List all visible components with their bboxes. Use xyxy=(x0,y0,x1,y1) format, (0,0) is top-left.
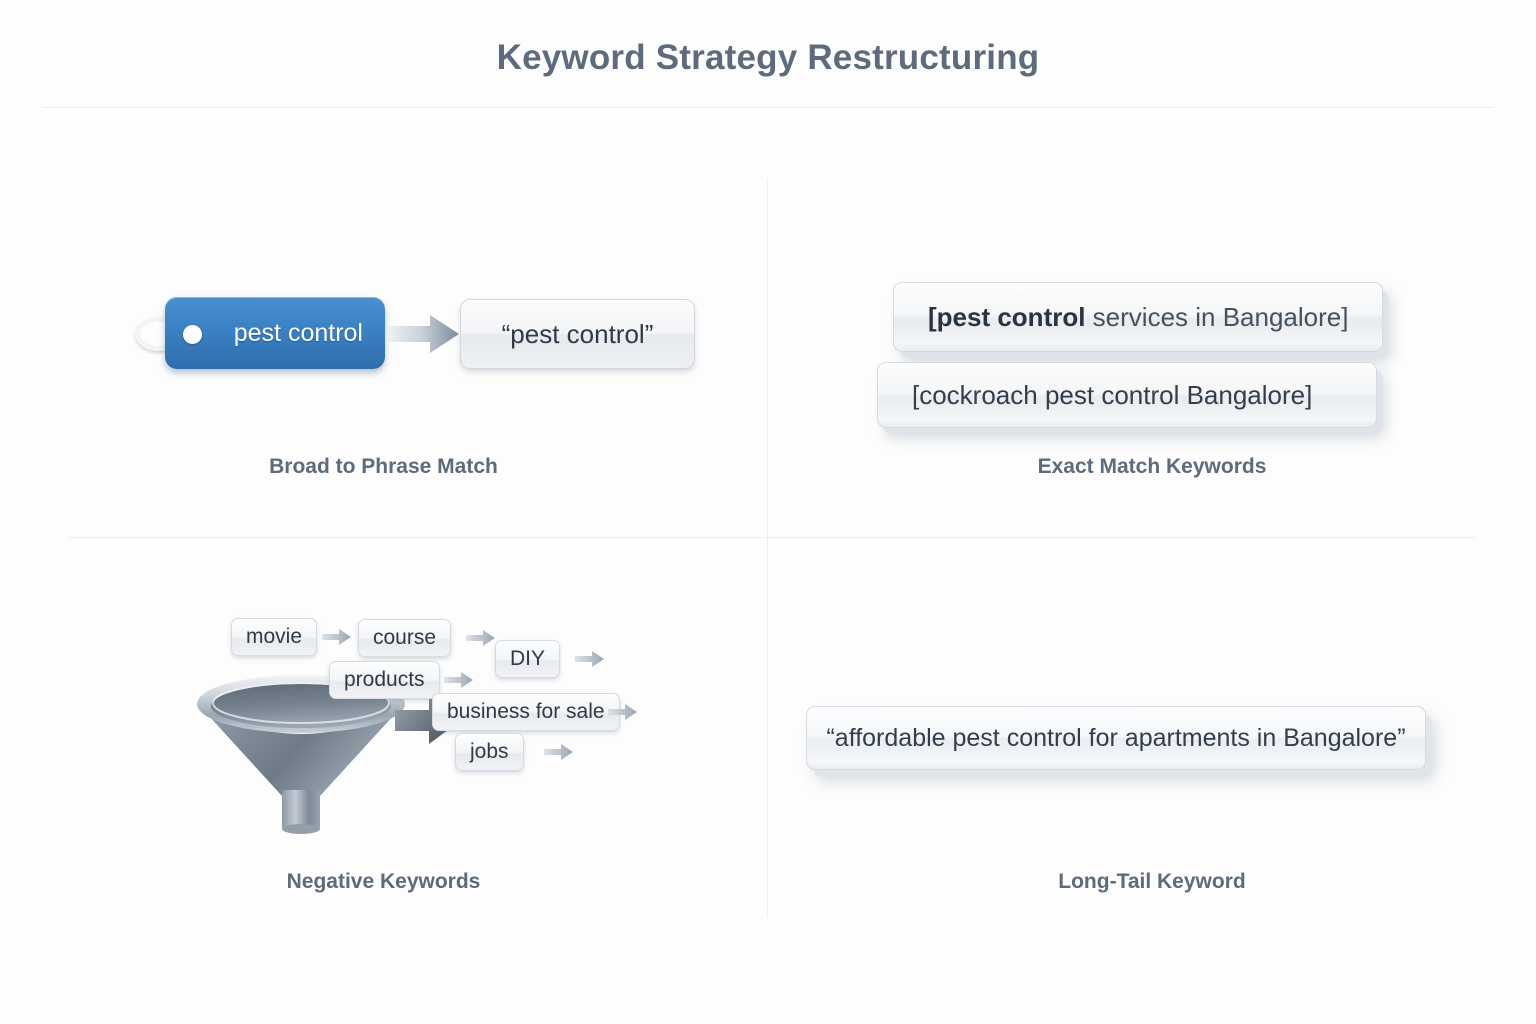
tag-body: pest control xyxy=(165,297,385,369)
quadrant-divider-horizontal xyxy=(68,537,1476,538)
exact-match-bar[interactable]: [cockroach pest control Bangalore] xyxy=(877,362,1377,428)
exact-match-bar-label: [pest control services in Bangalore] xyxy=(928,302,1348,333)
page-title: Keyword Strategy Restructuring xyxy=(496,38,1040,77)
tag-hole-icon xyxy=(183,325,202,344)
negative-chip-label: DIY xyxy=(510,647,546,670)
tag-label: pest control xyxy=(233,318,363,347)
arrow-right-small-icon xyxy=(444,672,473,688)
quadrant-broad-to-phrase: Broad to Phrase Match xyxy=(0,150,767,535)
phrase-match-label: “pest control” xyxy=(501,318,654,349)
header-divider xyxy=(42,107,1494,108)
negative-chip-diy[interactable]: DIY xyxy=(495,640,561,678)
quadrant-negative-keywords: Negative Keywords xyxy=(0,540,767,920)
long-tail-keyword-bar[interactable]: “affordable pest control for apartments … xyxy=(806,706,1426,770)
negative-chip-movie[interactable]: movie xyxy=(231,618,318,656)
negative-chip-course[interactable]: course xyxy=(358,619,452,657)
quadrant-divider-vertical xyxy=(767,178,768,918)
exact-match-bar[interactable]: [pest control services in Bangalore] xyxy=(893,282,1383,352)
keyword-tag[interactable]: pest control xyxy=(133,297,385,372)
arrow-right-small-icon xyxy=(322,629,351,645)
caption-long-tail: Long-Tail Keyword xyxy=(1058,870,1246,893)
negative-chip-label: movie xyxy=(246,625,303,648)
negative-chip-label: products xyxy=(344,668,425,691)
arrow-right-small-icon xyxy=(466,630,495,646)
phrase-match-box[interactable]: “pest control” xyxy=(460,299,695,369)
quadrant-long-tail: Long-Tail Keyword xyxy=(768,540,1536,920)
caption-exact-match: Exact Match Keywords xyxy=(1037,455,1267,478)
arrow-right-small-icon xyxy=(544,744,573,760)
negative-chip-products[interactable]: products xyxy=(329,661,440,699)
negative-chip-label: business for sale xyxy=(447,700,605,723)
arrow-right-small-icon xyxy=(575,651,604,667)
arrow-right-icon xyxy=(388,315,459,353)
caption-broad-to-phrase: Broad to Phrase Match xyxy=(269,455,498,478)
exact-match-emphasis: [pest control xyxy=(928,301,1086,332)
long-tail-keyword-label: “affordable pest control for apartments … xyxy=(826,723,1406,752)
negative-chip-jobs[interactable]: jobs xyxy=(455,733,524,771)
quadrant-exact-match: Exact Match Keywords xyxy=(768,150,1536,535)
negative-chip-business-for-sale[interactable]: business for sale xyxy=(432,693,620,731)
negative-chip-label: course xyxy=(373,626,437,649)
caption-negative-keywords: Negative Keywords xyxy=(286,870,481,893)
exact-match-bar-label: [cockroach pest control Bangalore] xyxy=(912,379,1313,410)
arrow-right-small-icon xyxy=(608,704,637,720)
exact-match-rest: services in Bangalore] xyxy=(1085,301,1349,332)
negative-chip-label: jobs xyxy=(470,740,509,763)
